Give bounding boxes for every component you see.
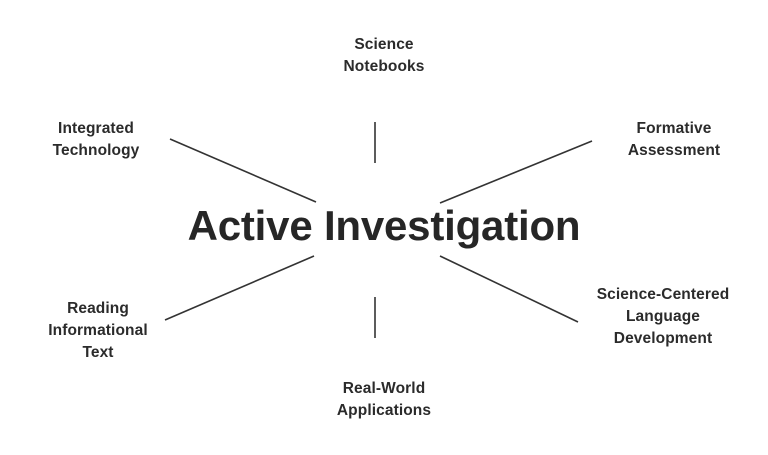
center-node-label: Active Investigation [187,202,581,249]
node-label-integrated-technology: Integrated Technology [52,120,140,159]
node-label-science-notebooks: Science Notebooks [343,36,425,75]
node-label-real-world-applications: Real-World Applications [336,380,432,419]
connector-line-top-left [169,138,317,203]
connector-line-bottom-right [439,255,579,323]
node-label-science-centered-language-development: Science-Centered Language Development [596,286,730,347]
node-label-formative-assessment: Formative Assessment [627,120,721,159]
connector-line-bottom-left [164,255,315,321]
connector-line-top-right [439,140,593,204]
node-label-reading-informational-text: Reading Informational Text [48,300,148,361]
